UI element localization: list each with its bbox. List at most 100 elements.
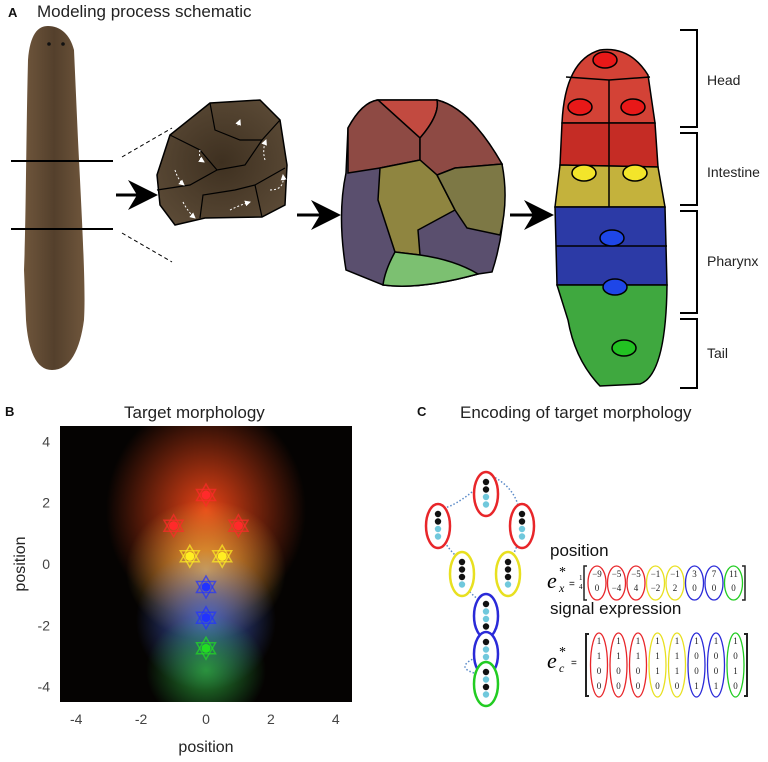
cell (494, 550, 522, 598)
panel-b-title: Target morphology (124, 403, 265, 422)
signal-dot (482, 478, 490, 486)
signal-dot (434, 525, 442, 533)
signal-matrix-cell: 0 (636, 681, 641, 691)
star-marker-pharynx (195, 611, 217, 631)
position-column-outline (704, 565, 724, 601)
signal-matrix-cell: 0 (616, 681, 621, 691)
cell-head (592, 51, 618, 69)
signal-matrix-cell: 1 (655, 651, 660, 661)
signal-matrix-cell: 1 (636, 651, 641, 661)
cell (424, 502, 452, 550)
position-matrix-cell: −2 (651, 583, 661, 593)
signal-dot (482, 493, 490, 501)
cell (472, 660, 500, 708)
position-column-outline (723, 565, 744, 601)
cell-chain-diagram (424, 470, 536, 708)
ex-symbol: e (547, 568, 557, 593)
x-tick-label: 0 (202, 711, 210, 727)
star-marker-pharynx (195, 605, 217, 624)
y-tick-label: -2 (38, 617, 51, 633)
target-segmented-body (554, 48, 668, 387)
signal-dot (482, 646, 490, 653)
x-tick-label: -4 (70, 711, 83, 727)
signal-matrix-cell: 1 (655, 636, 660, 646)
signal-dot (518, 533, 526, 540)
signal-dot (482, 683, 490, 691)
bracket-head (680, 29, 698, 128)
sig-bracket-left (585, 633, 589, 697)
signal-column-outline (609, 632, 628, 698)
cell (508, 502, 536, 550)
signal-label: signal expression (550, 599, 682, 618)
cell-intestine (571, 164, 597, 182)
signal-matrix-cell: 1 (714, 636, 719, 646)
star-marker-head (227, 519, 250, 539)
scale-denominator: 4 (579, 583, 583, 591)
signal-matrix-cell: 1 (733, 636, 738, 646)
data-point-head (233, 521, 243, 531)
signal-dot (482, 668, 490, 676)
cell-intestine (622, 164, 648, 182)
signal-column-outline (726, 632, 745, 698)
signal-matrix-cell: 1 (714, 681, 719, 691)
x-tick-label: 4 (332, 711, 340, 727)
panel-a-letter: A (8, 5, 18, 20)
star-marker-intestine (179, 543, 201, 563)
signal-matrix-cell: 0 (636, 666, 641, 676)
star-marker-pharynx (195, 580, 217, 600)
signal-matrix-cell: 1 (694, 681, 699, 691)
x-tick-label: -2 (135, 711, 148, 727)
position-matrix-cell: 7 (712, 569, 717, 579)
signal-matrix-cell: 0 (733, 651, 738, 661)
y-tick-label: 0 (42, 556, 50, 572)
label-tail: Tail (707, 345, 729, 361)
bracket-intestine (680, 132, 698, 206)
signal-dot (434, 533, 442, 540)
y-tick-label: -4 (38, 679, 51, 695)
zoom-guide-bottom (121, 232, 173, 263)
signal-dot (518, 510, 526, 518)
y-tick-label: 2 (42, 495, 50, 511)
signal-dot (504, 566, 512, 573)
data-point-tail (201, 643, 211, 653)
signal-dot (458, 558, 466, 566)
signal-dot (504, 581, 512, 588)
panel-c-title: Encoding of target morphology (460, 403, 692, 422)
signal-dot (458, 573, 466, 581)
y-axis-label: position (12, 536, 29, 591)
panel-c-letter: C (417, 404, 427, 419)
star-marker-head (195, 482, 217, 502)
data-point-head (201, 490, 211, 500)
position-matrix-cell: 0 (731, 583, 736, 593)
signal-dot (482, 623, 490, 630)
data-point-pharynx (201, 582, 211, 592)
signal-dot (482, 608, 490, 615)
position-column-outline (626, 565, 646, 601)
position-matrix-cell: 3 (692, 569, 697, 579)
star-marker-intestine (211, 550, 233, 569)
star-marker-head (162, 513, 185, 532)
pos-bracket-left (583, 565, 587, 601)
label-intestine: Intestine (707, 164, 760, 180)
planarian-worm (11, 26, 173, 370)
position-column-outline (684, 565, 705, 601)
signal-matrix-cell: 0 (714, 666, 719, 676)
star-marker-head (227, 513, 250, 532)
signal-column-outline (687, 632, 706, 698)
position-matrix-cell: −1 (670, 569, 680, 579)
data-point-pharynx (201, 613, 211, 623)
signal-dot (482, 501, 490, 508)
pos-bracket-right (742, 565, 746, 601)
signal-dot (434, 510, 442, 518)
ex-subscript: x (558, 581, 565, 595)
signal-dot (482, 691, 490, 698)
signal-matrix-cell: 1 (675, 651, 680, 661)
position-column-outline (645, 565, 666, 601)
star-marker-tail (195, 642, 217, 661)
signal-matrix-cell: 0 (597, 681, 602, 691)
signal-matrix-cell: 1 (616, 636, 621, 646)
position-matrix-cell: −5 (612, 569, 622, 579)
cell-head (620, 98, 646, 116)
position-matrix-cell: −4 (612, 583, 622, 593)
